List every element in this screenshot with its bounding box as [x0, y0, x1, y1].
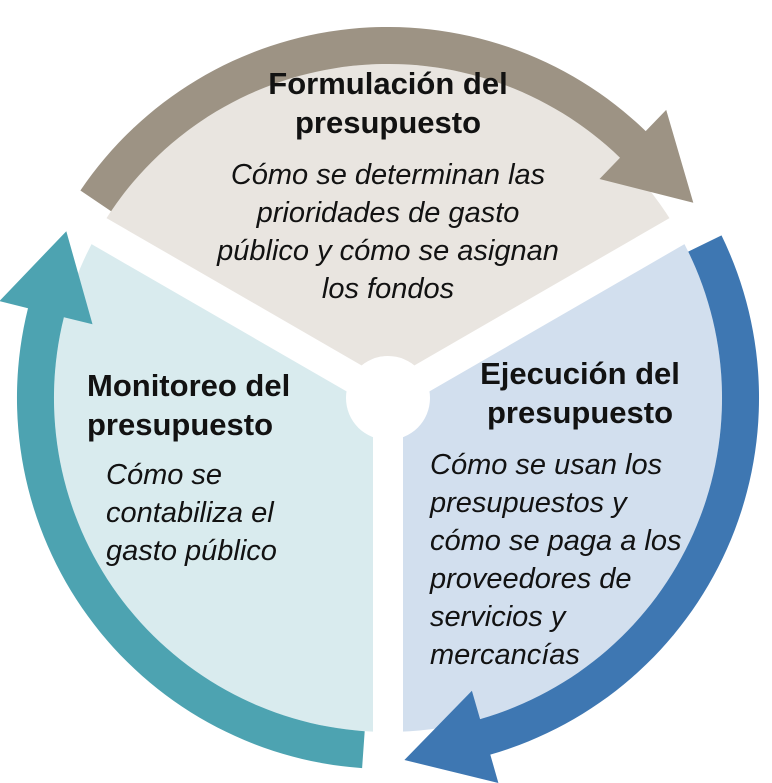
ejecucion-title: Ejecución del presupuesto — [480, 356, 680, 430]
monitoreo-title: Monitoreo del presupuesto — [87, 368, 291, 442]
formulacion-title: Formulación del presupuesto — [268, 66, 508, 140]
arrow-monitoreo-icon — [0, 231, 365, 769]
ejecucion-description: Cómo se usan los presupuestos y cómo se … — [430, 449, 682, 671]
formulacion-description: Cómo se determinan las prioridades de ga… — [217, 159, 559, 305]
wedge-separators — [75, 209, 701, 750]
monitoreo-description: Cómo se contabiliza el gasto público — [106, 459, 277, 567]
arrow-ejecucion-icon — [404, 235, 760, 783]
arrow-formulacion-icon — [80, 26, 694, 212]
center-gap — [346, 356, 430, 440]
